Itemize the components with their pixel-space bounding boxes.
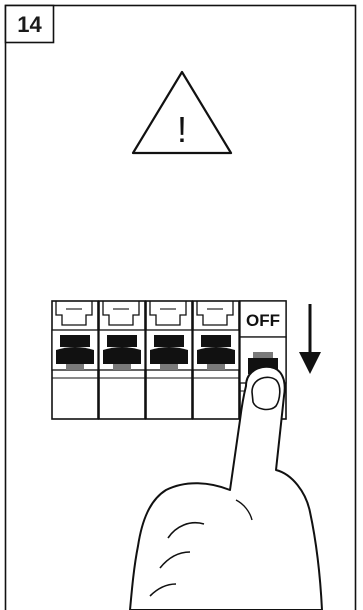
circuit-breaker-3 — [145, 300, 193, 420]
warning-exclamation: ! — [177, 109, 187, 150]
step-number: 14 — [17, 12, 42, 37]
breaker-panel: OFF — [51, 300, 287, 420]
circuit-breaker-5-off: OFF — [239, 300, 287, 420]
step-number-box: 14 — [4, 4, 55, 44]
circuit-breaker-1 — [51, 300, 99, 420]
circuit-breaker-4 — [192, 300, 240, 420]
panel-border — [4, 4, 357, 610]
warning-triangle-icon: ! — [131, 70, 233, 155]
arrow-down-icon — [299, 304, 321, 374]
breaker-off-label: OFF — [246, 311, 280, 330]
circuit-breaker-2 — [98, 300, 146, 420]
pointing-finger — [129, 365, 323, 610]
